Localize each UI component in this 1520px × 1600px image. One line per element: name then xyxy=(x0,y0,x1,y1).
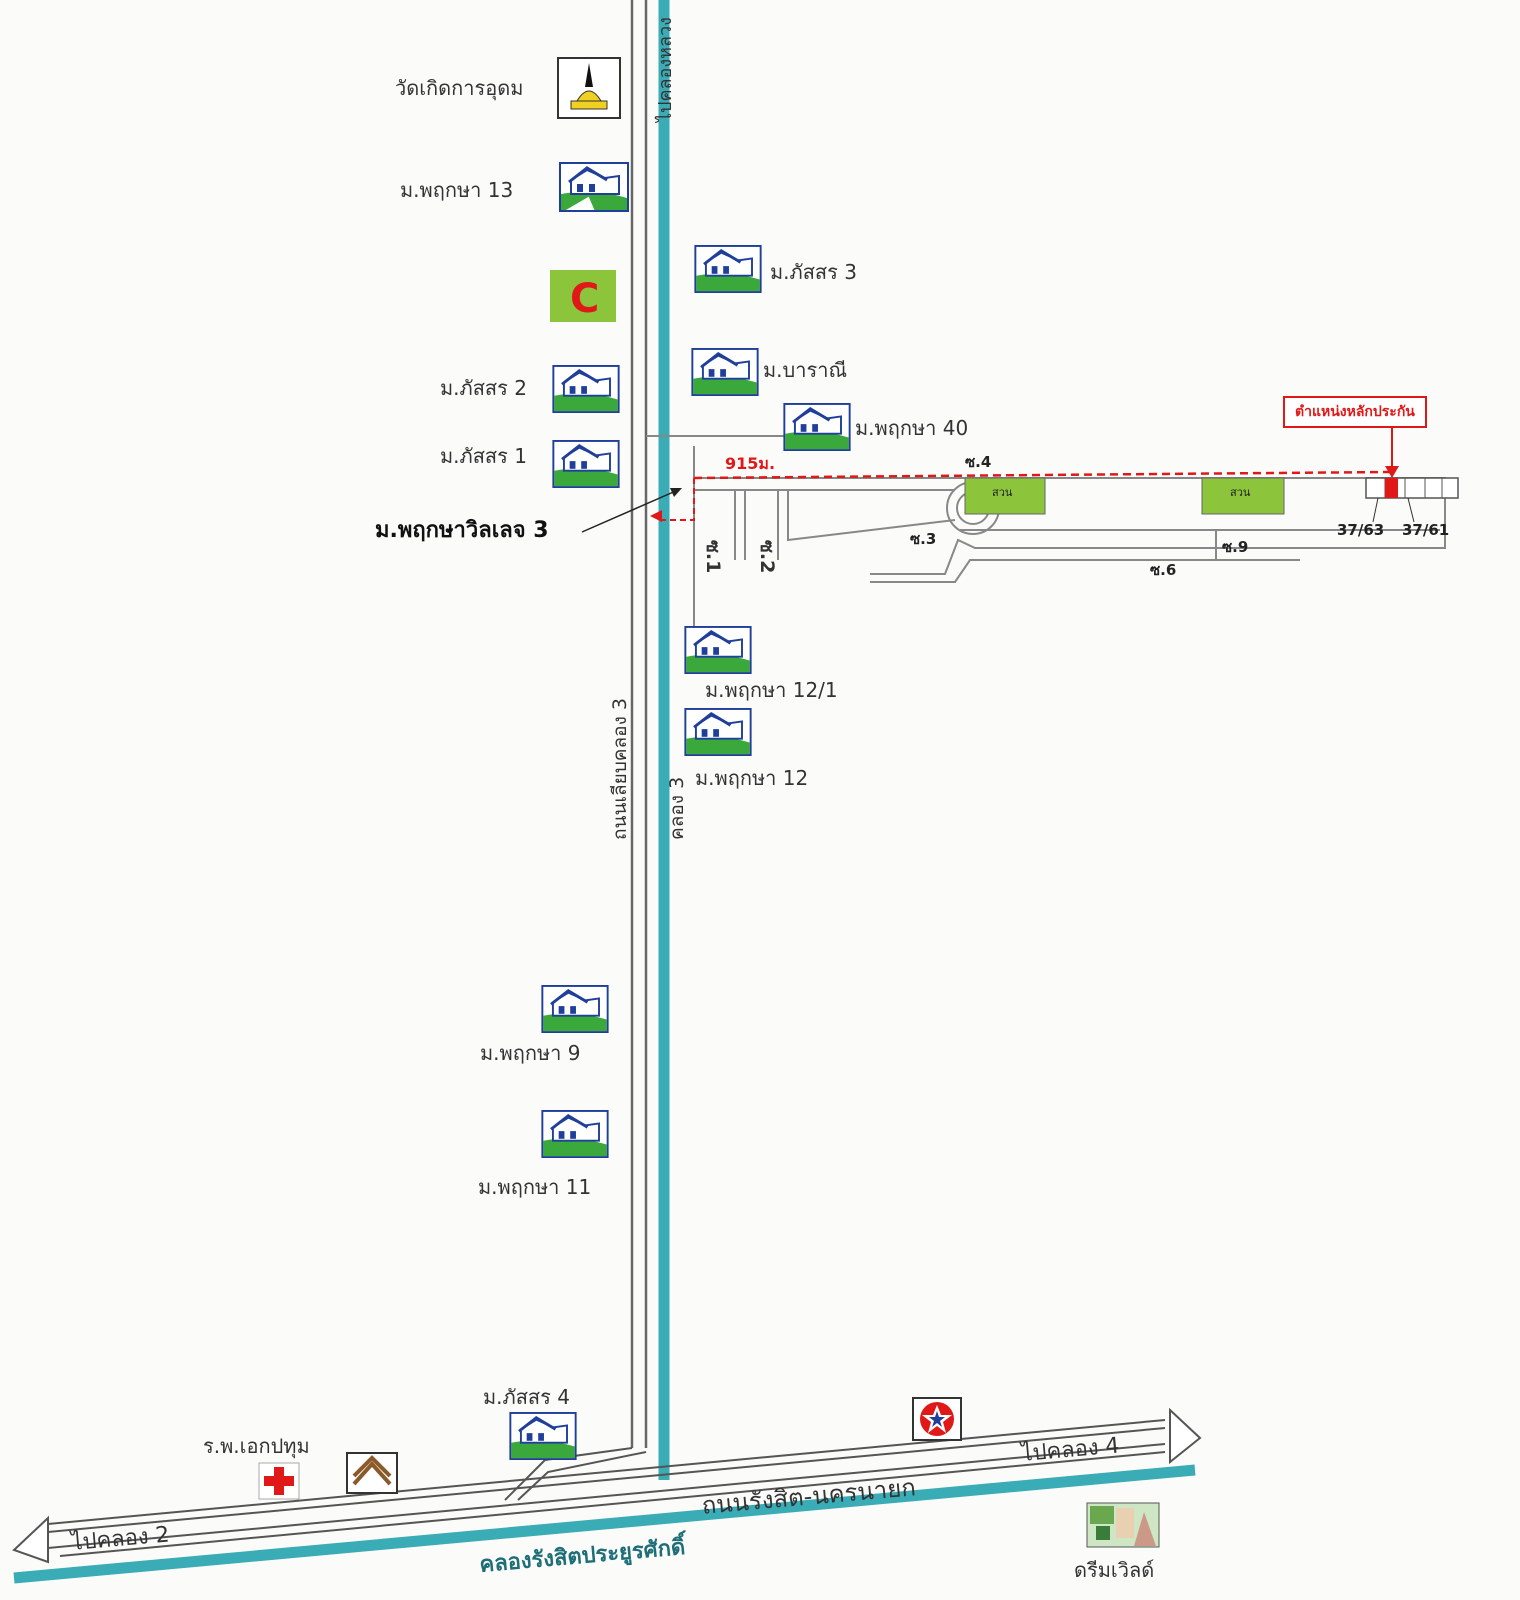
baranee-label: ม.บาราณี xyxy=(763,358,847,382)
house-icon xyxy=(509,1412,577,1460)
svg-text:C: C xyxy=(570,276,599,322)
village-9-label: ม.พฤกษา 9 xyxy=(480,1041,581,1065)
hospital-logo-icon xyxy=(346,1452,398,1494)
dreamworld-label: ดรีมเวิลด์ xyxy=(1074,1558,1155,1582)
park-1 xyxy=(964,477,1046,515)
hospital-cross-icon xyxy=(258,1462,300,1500)
road-liap-khlong-3 xyxy=(630,0,648,1448)
store-logo-icon: C xyxy=(550,270,616,322)
plot-row xyxy=(1365,477,1459,499)
village3-pointer xyxy=(581,489,679,533)
house-icon xyxy=(559,162,629,212)
house-icon xyxy=(691,348,759,396)
collateral-plot xyxy=(1385,478,1398,498)
temple-label: วัดเกิดการอุดม xyxy=(395,76,524,100)
soi-1-label: ซ.1 xyxy=(702,540,724,574)
house-icon xyxy=(552,440,620,488)
house-icon xyxy=(783,403,851,451)
canal-label: คลอง 3 xyxy=(666,776,688,840)
road-rangsit-nakhonnayok xyxy=(12,1407,1202,1564)
canal-rangsit-prayoonsak xyxy=(13,1464,1196,1584)
village-13-label: ม.พฤกษา 13 xyxy=(400,178,514,202)
village-11-label: ม.พฤกษา 11 xyxy=(478,1175,592,1199)
soi-4-label: ซ.4 xyxy=(965,453,992,471)
top-direction-label: ไปคลองหลวง xyxy=(655,17,676,122)
village-40-label: ม.พฤกษา 40 xyxy=(855,416,969,440)
village-12-1-label: ม.พฤกษา 12/1 xyxy=(705,678,838,702)
collateral-callout: ตำแหน่งหลักประกัน xyxy=(1283,396,1427,428)
temple-icon xyxy=(557,57,621,119)
house-icon xyxy=(694,245,762,293)
park-2-label: สวน xyxy=(1230,486,1251,499)
house-icon xyxy=(684,708,752,756)
gas-station-star-icon xyxy=(912,1397,962,1441)
phatson-2-label: ม.ภัสสร 2 xyxy=(440,376,527,400)
soi-3-label: ซ.3 xyxy=(910,530,937,548)
house-icon xyxy=(541,985,609,1033)
village-3-label: ม.พฤกษาวิลเลจ 3 xyxy=(375,518,549,543)
park-2 xyxy=(1201,477,1285,515)
park-1-label: สวน xyxy=(992,486,1013,499)
phatson-3-label: ม.ภัสสร 3 xyxy=(770,260,857,284)
dreamworld-icon xyxy=(1086,1502,1160,1548)
soi-2-label: ซ.2 xyxy=(756,540,778,574)
unit-37-63-label: 37/63 xyxy=(1337,521,1385,539)
village-12-label: ม.พฤกษา 12 xyxy=(695,766,809,790)
phatson-4-label: ม.ภัสสร 4 xyxy=(483,1385,570,1409)
soi-9-label: ซ.9 xyxy=(1222,538,1249,556)
house-icon xyxy=(552,365,620,413)
hospital-label: ร.พ.เอกปทุม xyxy=(203,1434,310,1458)
distance-label: 915ม. xyxy=(725,454,776,473)
house-icon xyxy=(684,626,752,674)
unit-37-61-label: 37/61 xyxy=(1402,521,1450,539)
road-label: ถนนเลียบคลอง 3 xyxy=(609,698,631,840)
house-icon xyxy=(541,1110,609,1158)
phatson-1-label: ม.ภัสสร 1 xyxy=(440,444,527,468)
soi-6-label: ซ.6 xyxy=(1150,561,1177,579)
